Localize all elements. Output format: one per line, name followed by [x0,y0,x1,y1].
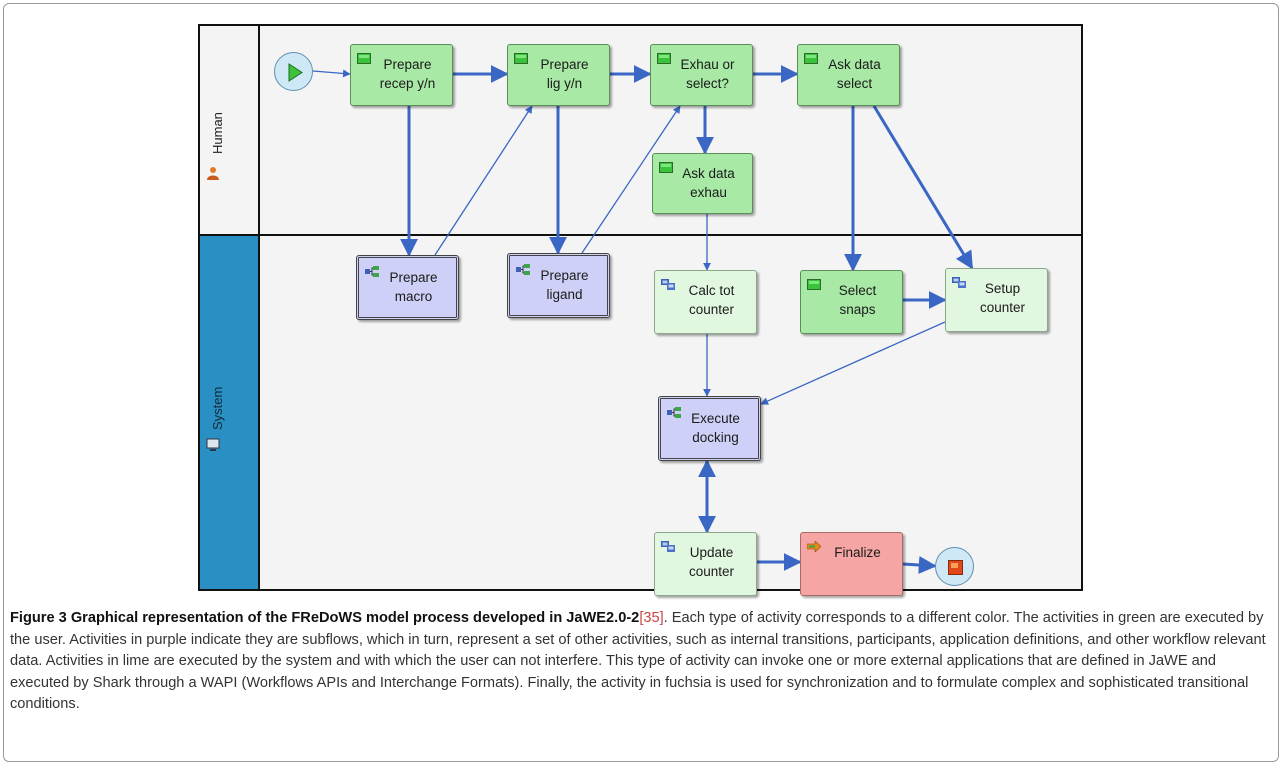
figure-frame [3,3,1279,762]
transition-ask-data-select-to-setup-counter [872,105,974,270]
end-event [935,547,974,586]
activity-label: Ask data select [828,57,881,91]
person-icon [207,167,219,180]
activity-prepare-recep: Prepare recep y/n [350,44,453,106]
subflow-icon [667,407,681,418]
tool-activity-icon [661,279,675,290]
transition-prepare-ligand-to-exhau-select [581,105,681,254]
activity-select-snaps: Select snaps [800,270,903,334]
activity-calc-tot-counter: Calc tot counter [654,270,757,334]
transition-finalize-to-end [902,556,937,574]
transition-setup-counter-to-execute-docking [760,321,946,405]
transition-start-to-prepare-recep [312,69,351,78]
transition-prepare-macro-to-prepare-lig [434,105,533,256]
caption-reference: [35] [639,610,664,626]
activity-label: Finalize [834,545,881,560]
activity-label: Update counter [688,545,735,579]
subflow-icon [516,264,530,275]
tool-activity-icon [661,541,675,552]
activity-update-counter: Update counter [654,532,757,596]
manual-activity-icon [807,279,821,290]
lane-header-system: System [200,236,260,589]
lane-header-human: Human [200,26,260,236]
activity-label: Prepare recep y/n [379,57,436,91]
figure-caption: Figure 3 Graphical representation of the… [10,608,1272,716]
activity-label: Prepare ligand [540,268,589,302]
subflow-icon [365,266,379,277]
manual-activity-icon [357,53,371,64]
start-event-icon [288,63,303,82]
lane-human [260,26,1081,236]
manual-activity-icon [659,162,673,173]
route-activity-icon [807,541,821,552]
manual-activity-icon [804,53,818,64]
manual-activity-icon [514,53,528,64]
activity-label: Calc tot counter [688,283,735,317]
activity-label: Prepare macro [389,270,438,304]
computer-icon [206,438,220,451]
transitions-layer [312,65,974,574]
activity-label: Prepare lig y/n [540,57,589,91]
activity-label: Select snaps [838,283,877,317]
activity-prepare-macro: Prepare macro [356,255,459,320]
start-event [274,52,313,91]
activity-label: Setup counter [979,281,1026,315]
activity-ask-data-exhau: Ask data exhau [652,153,753,214]
activity-setup-counter: Setup counter [945,268,1048,332]
activity-prepare-ligand: Prepare ligand [507,253,610,318]
activity-finalize: Finalize [800,532,903,596]
manual-activity-icon [657,53,671,64]
activity-execute-docking: Execute docking [658,396,761,461]
activity-ask-data-select: Ask data select [797,44,900,106]
caption-text: . Each type of activity corresponds to a… [10,610,1266,712]
activity-label: Ask data exhau [682,166,735,200]
activity-prepare-lig: Prepare lig y/n [507,44,610,106]
caption-label: Figure 3 Graphical representation of the… [10,610,640,626]
activity-label: Execute docking [691,411,740,445]
activity-exhau-select: Exhau or select? [650,44,753,106]
end-event-icon [948,560,963,575]
activity-label: Exhau or select? [680,57,735,91]
tool-activity-icon [952,277,966,288]
